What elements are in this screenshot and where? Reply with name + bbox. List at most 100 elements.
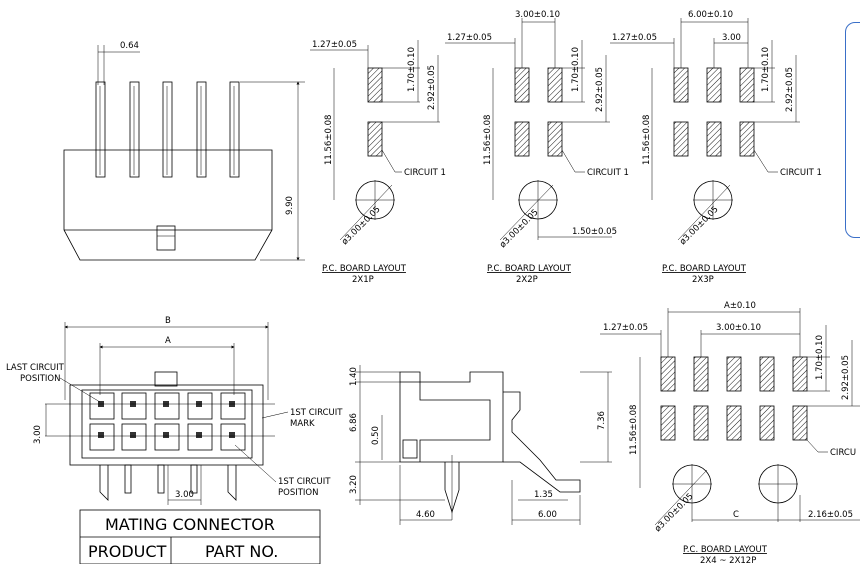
dim-b: B [165, 316, 171, 326]
layout-subtitle: 2X3P [692, 275, 714, 285]
mating-connector-table: MATING CONNECTOR PRODUCT PART NO. [79, 509, 321, 564]
dim-hole-dia: ø3.00±0.05 [340, 205, 383, 248]
dim-pad-span: 2.92±0.05 [841, 355, 851, 400]
side-panel [845, 22, 860, 238]
dim-pitch-offset: 1.27±0.05 [603, 323, 648, 333]
dim-a: A±0.10 [724, 301, 756, 311]
dim-depth: 6.00 [538, 510, 557, 520]
pad [693, 356, 709, 392]
pad [673, 67, 689, 103]
last-circuit-label-1: LAST CIRCUIT [6, 363, 65, 373]
pad [673, 121, 689, 157]
dim-height: 7.36 [597, 411, 607, 430]
pad [660, 405, 676, 441]
dim-pitch: 3.00±0.10 [716, 323, 761, 333]
dim-row-pitch: 3.00 [33, 425, 43, 444]
dim-pad-length: 1.70±0.10 [761, 47, 771, 92]
dim-c: C [733, 510, 739, 520]
layout-title: P.C. BOARD LAYOUT [322, 264, 407, 274]
table-col-product: PRODUCT [88, 542, 167, 561]
dim-hole-dia: ø3.00±0.05 [653, 492, 696, 535]
dim-pad-span: 2.92±0.05 [595, 67, 605, 112]
dim-tail-offset: 1.35 [534, 490, 553, 500]
circuit-1-label: CIRCU [830, 448, 856, 458]
latch-window [156, 225, 176, 251]
cavity-grid [89, 392, 246, 451]
pad [693, 405, 709, 441]
pad [792, 405, 808, 441]
circuit-1-label: CIRCUIT 1 [780, 168, 822, 178]
dim-col-pitch: 3.00 [175, 490, 194, 500]
dim-pad-length: 1.70±0.10 [571, 47, 581, 92]
dim-pad-length: 1.70±0.10 [815, 335, 825, 380]
dim-edge-offset: 2.16±0.05 [808, 510, 853, 520]
connector-side-view: 0.64 9.90 [63, 41, 305, 261]
pad [726, 405, 742, 441]
pad [726, 356, 742, 392]
pad [739, 121, 755, 157]
dim-row-to-hole: 11.56±0.08 [629, 405, 639, 455]
pad [514, 67, 530, 103]
dim-hole-dia: ø3.00±0.05 [498, 208, 541, 251]
dim-row-to-hole: 11.56±0.08 [324, 115, 334, 165]
pad [759, 405, 775, 441]
dim-top: 1.40 [349, 367, 359, 386]
dim-pin-width: 0.64 [120, 41, 139, 51]
pcb-layout-2x1: 1.27±0.05 1.70±0.10 2.92±0.05 11.56±0.08… [310, 40, 446, 285]
table-title: MATING CONNECTOR [105, 515, 275, 534]
pad [547, 121, 563, 157]
dim-pad-length: 1.70±0.10 [407, 47, 417, 92]
pad [367, 67, 383, 103]
circuit-1-label: CIRCUIT 1 [587, 168, 629, 178]
dim-height: 9.90 [285, 196, 295, 215]
dim-row-to-hole: 11.56±0.08 [642, 115, 652, 165]
connector-body [63, 149, 273, 261]
connector-front-view: B A 3.00 [6, 316, 343, 505]
dim-latch: 0.50 [371, 426, 381, 445]
dim-pitch-offset: 1.27±0.05 [612, 33, 657, 43]
first-circuit-mark-label-2: MARK [290, 419, 315, 429]
circuit-1-label: CIRCUIT 1 [404, 168, 446, 178]
pad [706, 67, 722, 103]
dim-hole-offset: 1.50±0.05 [572, 227, 617, 237]
pad [367, 121, 383, 157]
first-circuit-mark-label-1: 1ST CIRCUIT [290, 408, 343, 418]
dim-pitch-offset: 1.27±0.05 [312, 40, 357, 50]
pcb-layout-2x2: 3.00±0.10 1.27±0.05 1.70±0.10 2.92±0.05 … [445, 10, 629, 285]
dim-pitch: 3.00±0.10 [515, 10, 560, 20]
pin-group [95, 81, 240, 178]
layout-title: P.C. BOARD LAYOUT [662, 264, 747, 274]
first-circuit-pos-label-2: POSITION [278, 488, 318, 498]
pad [792, 356, 808, 392]
pad [547, 67, 563, 103]
layout-title: P.C. BOARD LAYOUT [487, 264, 572, 274]
pcb-layout-2x3: 6.00±0.10 3.00 1.27±0.05 1.70±0.10 2.92±… [610, 10, 822, 285]
first-circuit-pos-label-1: 1ST CIRCUIT [278, 477, 331, 487]
last-circuit-label-2: POSITION [20, 374, 60, 384]
dim-total-pitch: 6.00±0.10 [688, 10, 733, 20]
layout-subtitle: 2X2P [516, 275, 538, 285]
dim-pad-span: 2.92±0.05 [785, 67, 795, 112]
pcb-layout-2x4: A±0.10 1.27±0.05 3.00±0.10 1.70±0.10 2.9… [600, 301, 860, 564]
pad [660, 356, 676, 392]
table-col-part-no: PART NO. [205, 542, 278, 561]
dim-pitch: 3.00 [722, 33, 741, 43]
dim-pad-span: 2.92±0.05 [427, 65, 437, 110]
layout-subtitle: 2X1P [352, 275, 374, 285]
connector-section-view: 1.40 6.86 3.20 0.50 7.36 1.35 4.60 6.00 [349, 365, 612, 525]
dim-peg-x: 4.60 [416, 510, 435, 520]
pad [739, 67, 755, 103]
housing [69, 384, 264, 466]
dim-a: A [165, 336, 171, 346]
dim-row-to-hole: 11.56±0.08 [483, 115, 493, 165]
layout-subtitle: 2X4 ~ 2X12P [700, 556, 756, 564]
pad [706, 121, 722, 157]
dim-pitch-offset: 1.27±0.05 [447, 33, 492, 43]
pad [759, 356, 775, 392]
dim-body: 6.86 [349, 413, 359, 432]
layout-title: P.C. BOARD LAYOUT [683, 545, 768, 555]
dim-tail: 3.20 [349, 475, 359, 494]
dim-hole-dia: ø3.00±0.05 [678, 205, 721, 248]
pad [514, 121, 530, 157]
latch [154, 371, 178, 387]
